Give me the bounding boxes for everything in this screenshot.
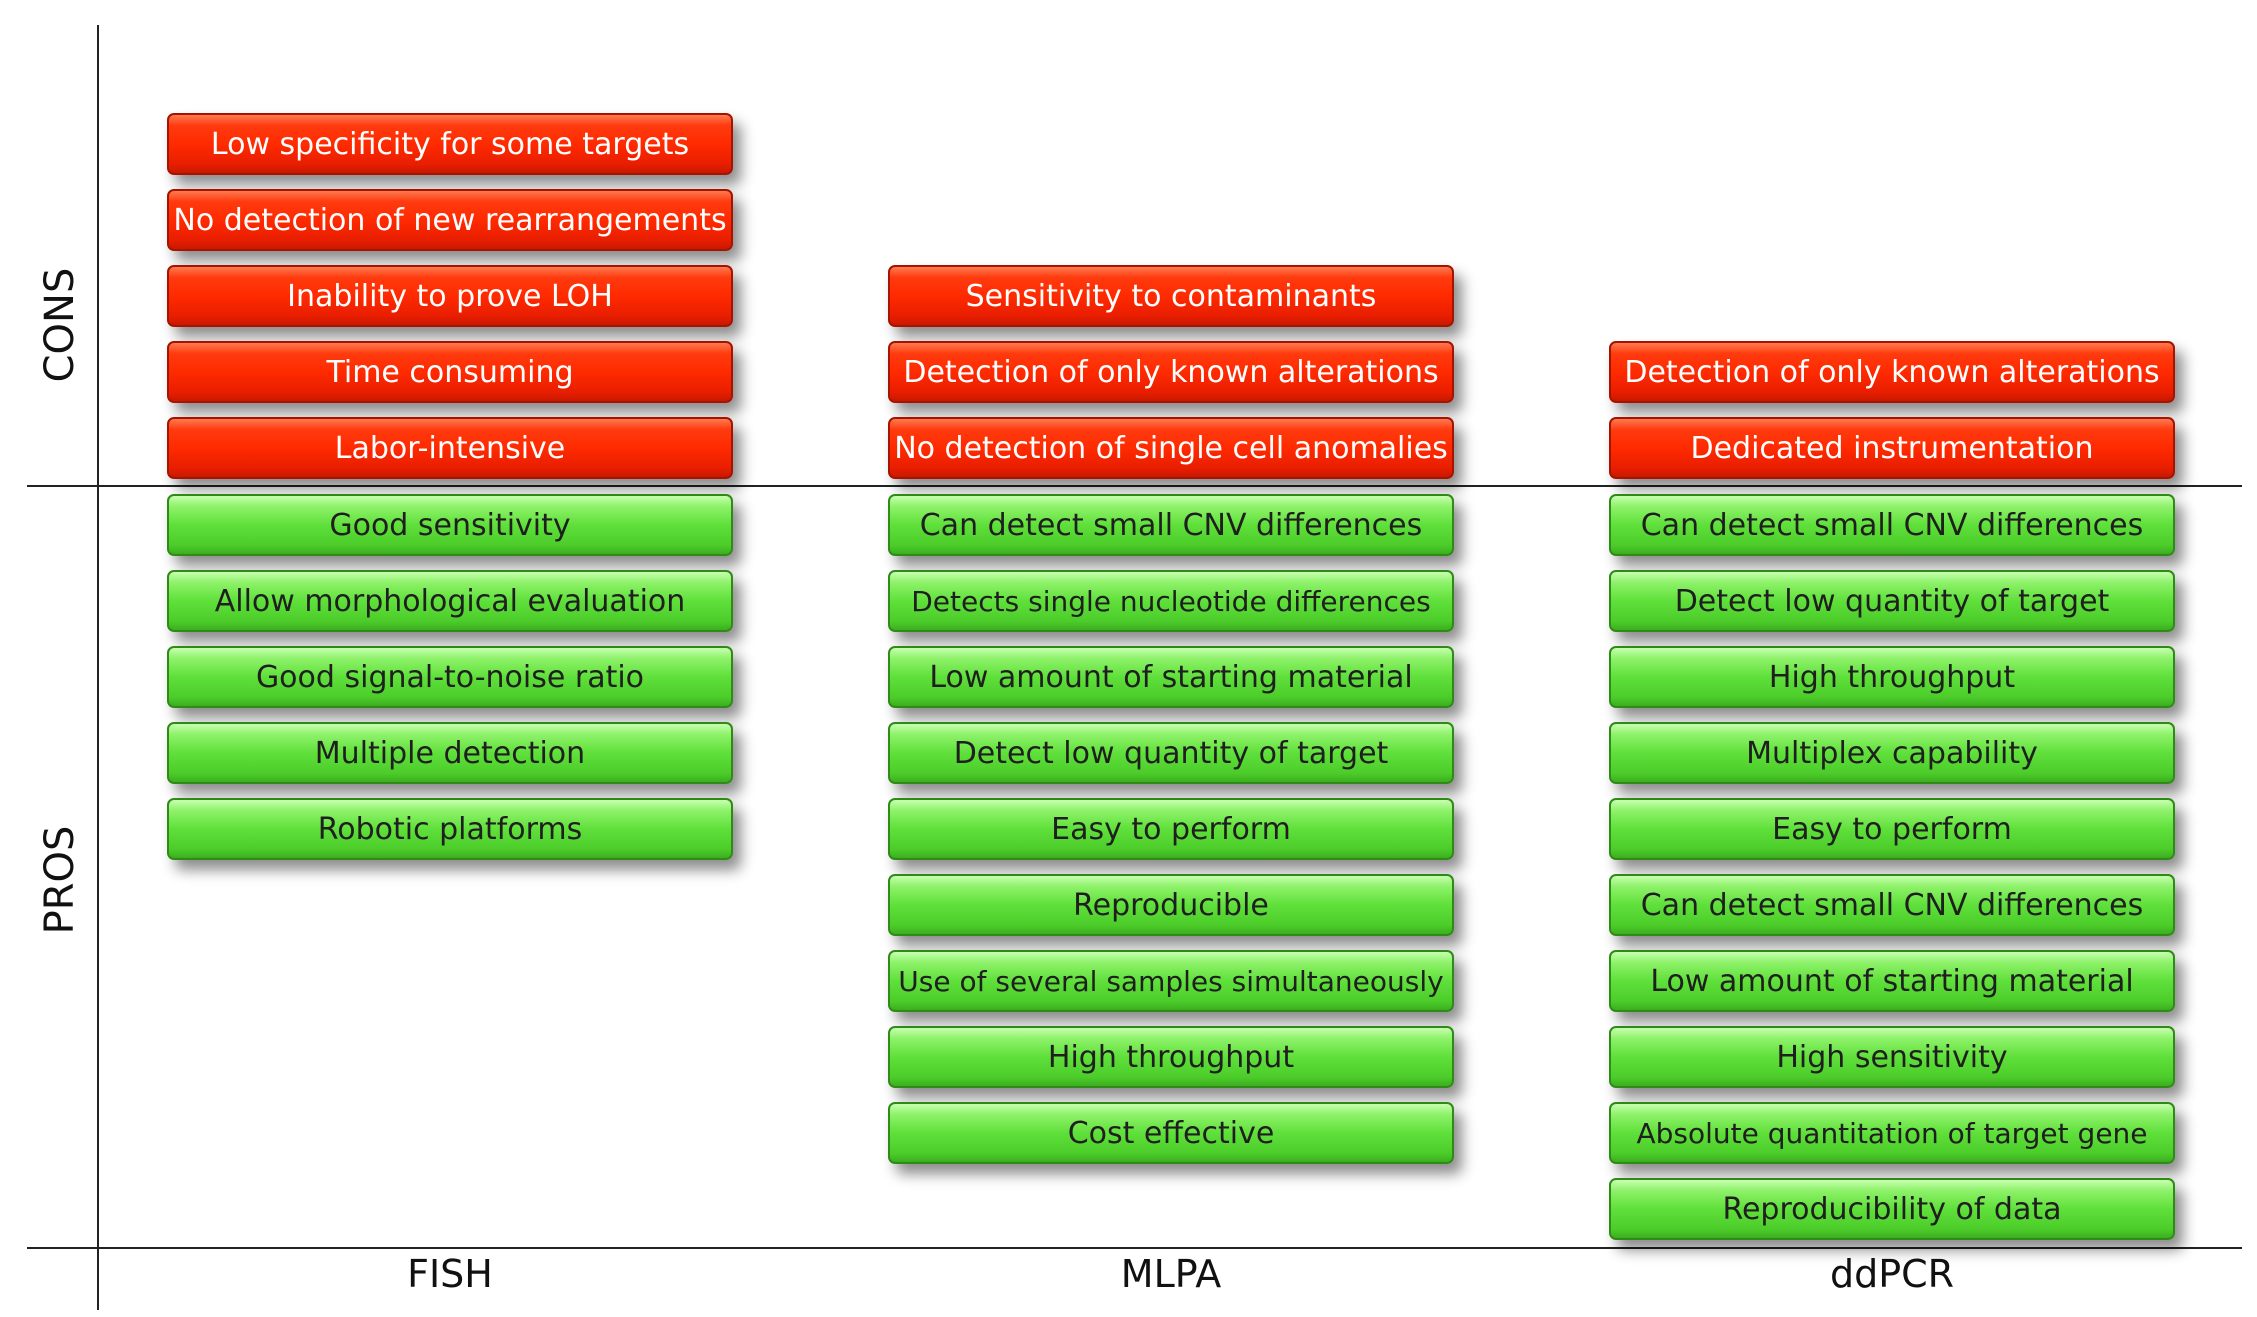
pro-item: Can detect small CNV differences xyxy=(888,494,1454,556)
con-item: No detection of new rearrangements xyxy=(167,189,733,251)
con-item: No detection of single cell anomalies xyxy=(888,417,1454,479)
con-item: Inability to prove LOH xyxy=(167,265,733,327)
pro-item: Can detect small CNV differences xyxy=(1609,874,2175,936)
pro-item: Low amount of starting material xyxy=(888,646,1454,708)
con-item: Detection of only known alterations xyxy=(1609,341,2175,403)
con-item: Detection of only known alterations xyxy=(888,341,1454,403)
cons-label: CONS xyxy=(37,267,83,383)
pro-item: High sensitivity xyxy=(1609,1026,2175,1088)
pro-item: Good signal-to-noise ratio xyxy=(167,646,733,708)
pros-label: PROS xyxy=(37,825,83,935)
con-item: Labor-intensive xyxy=(167,417,733,479)
con-item: Time consuming xyxy=(167,341,733,403)
pro-item: Easy to perform xyxy=(888,798,1454,860)
con-item: Sensitivity to contaminants xyxy=(888,265,1454,327)
vertical-axis-line xyxy=(97,25,99,1310)
pro-item: Absolute quantitation of target gene xyxy=(1609,1102,2175,1164)
pro-item: Robotic platforms xyxy=(167,798,733,860)
pro-item: High throughput xyxy=(888,1026,1454,1088)
pro-item: Low amount of starting material xyxy=(1609,950,2175,1012)
baseline-axis-line xyxy=(27,1247,2242,1249)
pro-item: Good sensitivity xyxy=(167,494,733,556)
con-item: Dedicated instrumentation xyxy=(1609,417,2175,479)
con-item: Low specificity for some targets xyxy=(167,113,733,175)
pro-item: Multiple detection xyxy=(167,722,733,784)
pro-item: Cost effective xyxy=(888,1102,1454,1164)
pro-item: Detect low quantity of target xyxy=(1609,570,2175,632)
pro-item: Reproducible xyxy=(888,874,1454,936)
pro-item: Multiplex capability xyxy=(1609,722,2175,784)
column-label-fish: FISH xyxy=(407,1252,493,1296)
pro-item: High throughput xyxy=(1609,646,2175,708)
pros-cons-divider xyxy=(27,485,2242,487)
pro-item: Detect low quantity of target xyxy=(888,722,1454,784)
pro-item: Can detect small CNV differences xyxy=(1609,494,2175,556)
pro-item: Use of several samples simultaneously xyxy=(888,950,1454,1012)
pro-item: Detects single nucleotide differences xyxy=(888,570,1454,632)
column-label-mlpa: MLPA xyxy=(1120,1252,1222,1296)
pro-item: Reproducibility of data xyxy=(1609,1178,2175,1240)
pro-item: Easy to perform xyxy=(1609,798,2175,860)
pro-item: Allow morphological evaluation xyxy=(167,570,733,632)
column-label-ddpcr: ddPCR xyxy=(1829,1252,1955,1296)
